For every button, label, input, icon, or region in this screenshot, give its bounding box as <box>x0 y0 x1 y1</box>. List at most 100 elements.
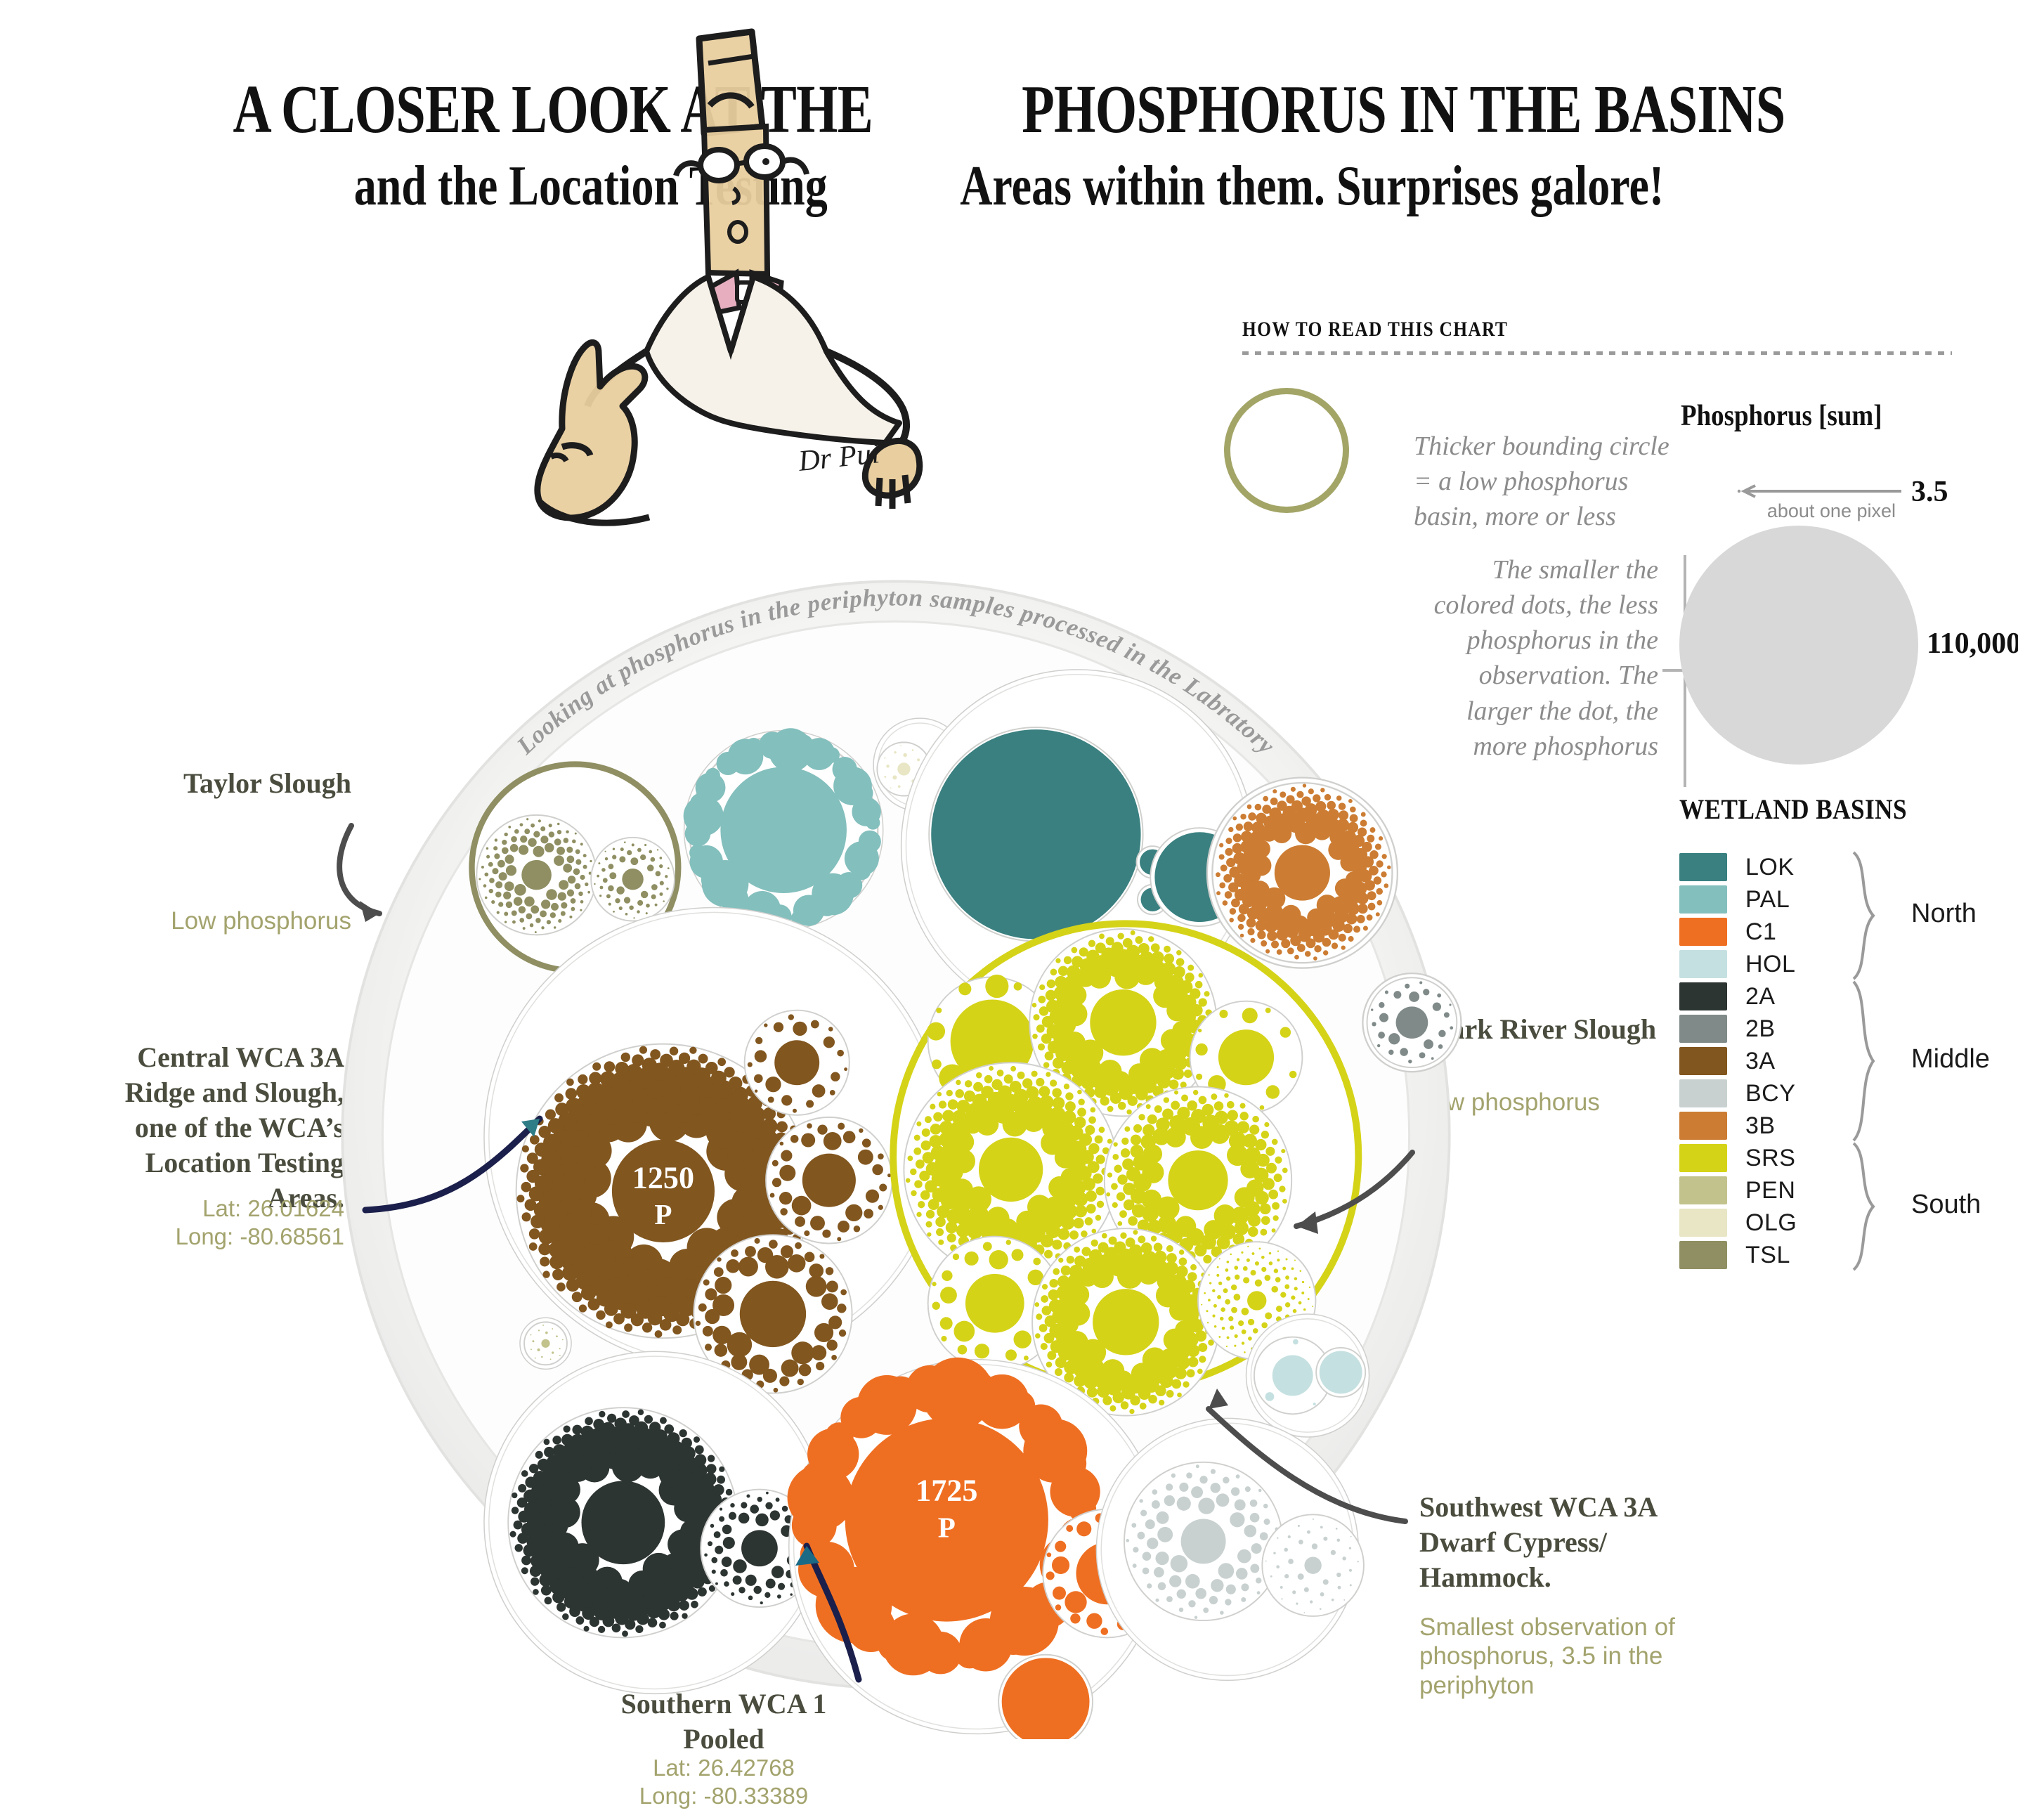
observation-dot-core <box>802 1153 856 1207</box>
legend-item-hol[interactable]: HOL <box>1679 948 1938 980</box>
legend-item-lok[interactable]: LOK <box>1679 851 1938 883</box>
location-testing-area-bcy-0[interactable] <box>1124 1461 1284 1621</box>
observation-dot <box>1249 830 1265 846</box>
observation-dot <box>922 1152 935 1164</box>
location-testing-area-2b-0[interactable] <box>1366 977 1458 1069</box>
observation-dot <box>1100 1096 1109 1106</box>
observation-dot <box>773 1387 779 1393</box>
legend-item-pen[interactable]: PEN <box>1679 1174 1938 1207</box>
basin-tsl[interactable] <box>469 761 682 974</box>
basin-2a[interactable] <box>483 1351 827 1695</box>
observation-dot <box>754 1237 760 1244</box>
observation-dot <box>1277 1250 1280 1252</box>
legend-item-c1[interactable]: C1 <box>1679 916 1938 948</box>
location-testing-area-bcy-1[interactable] <box>1261 1514 1365 1617</box>
observation-dot <box>1045 1223 1061 1239</box>
location-testing-area-srs-6[interactable] <box>1031 1228 1220 1417</box>
legend-item-3b[interactable]: 3B <box>1679 1110 1938 1142</box>
legend-item-srs[interactable]: SRS <box>1679 1142 1938 1174</box>
observation-dot <box>911 1190 917 1197</box>
observation-dot <box>1194 980 1203 989</box>
observation-dot <box>1234 873 1247 888</box>
observation-dot <box>1094 1085 1107 1098</box>
observation-dot <box>578 1074 588 1085</box>
location-testing-area-lok-0[interactable] <box>928 727 1144 942</box>
basin-3a[interactable] <box>483 906 945 1394</box>
observation-dot <box>951 1110 968 1126</box>
basin-pen[interactable] <box>519 1317 572 1370</box>
observation-dot <box>654 1330 663 1338</box>
observation-dot <box>769 1510 781 1521</box>
legend-item-pal[interactable]: PAL <box>1679 883 1938 916</box>
legend-item-3a[interactable]: 3A <box>1679 1045 1938 1077</box>
location-testing-area-srs-2[interactable] <box>1189 1000 1303 1114</box>
observation-dot <box>1348 799 1353 803</box>
basin-srs[interactable] <box>890 920 1362 1417</box>
observation-dot <box>1068 1125 1083 1140</box>
location-testing-area-srs-5[interactable] <box>927 1235 1062 1371</box>
observation-dot <box>489 878 495 883</box>
observation-dot <box>1230 1487 1240 1496</box>
observation-dot <box>1084 1217 1093 1226</box>
observation-dot <box>659 892 663 896</box>
location-testing-area-srs-1[interactable] <box>1029 928 1218 1117</box>
observation-dot <box>1127 1096 1138 1106</box>
location-testing-area-tsl-1[interactable] <box>590 836 675 922</box>
observation-dot <box>1077 1107 1086 1117</box>
observation-dot <box>679 1600 689 1611</box>
basin-3b[interactable] <box>1206 776 1399 969</box>
location-testing-area-pen-0[interactable] <box>523 1321 568 1366</box>
observation-dot <box>533 831 540 838</box>
legend-item-tsl[interactable]: TSL <box>1679 1239 1938 1271</box>
location-testing-area-3a-1[interactable] <box>743 1009 850 1116</box>
legend-title: WETLAND BASINS <box>1679 793 1908 825</box>
observation-dot <box>1209 1596 1218 1605</box>
observation-dot <box>762 1368 777 1383</box>
observation-dot <box>624 841 626 843</box>
observation-dot <box>932 1301 940 1310</box>
observation-dot <box>1142 1552 1152 1561</box>
location-testing-area-hol-1[interactable] <box>1315 1346 1367 1398</box>
observation-dot <box>1432 1002 1442 1011</box>
observation-dot <box>793 1108 797 1113</box>
observation-dot <box>1264 918 1278 933</box>
observation-dot <box>488 888 494 894</box>
location-testing-area-3a-0[interactable] <box>515 1043 812 1339</box>
observation-dot <box>1122 1158 1134 1171</box>
observation-dot <box>613 1313 625 1325</box>
observation-dot <box>1140 1509 1147 1516</box>
location-testing-area-2a-0[interactable] <box>507 1407 739 1639</box>
legend-item-2a[interactable]: 2A <box>1679 980 1938 1013</box>
legend-item-2b[interactable]: 2B <box>1679 1013 1938 1045</box>
location-testing-area-pal-0[interactable] <box>683 728 881 929</box>
observation-dot <box>1104 1247 1119 1262</box>
observation-dot <box>1265 949 1270 954</box>
observation-dot <box>1095 1214 1102 1221</box>
observation-dot <box>779 1164 796 1181</box>
location-testing-area-3b-0[interactable] <box>1211 782 1393 963</box>
observation-dot <box>1151 1260 1169 1278</box>
observation-dot-core <box>541 1339 550 1348</box>
observation-dot <box>1261 1131 1270 1139</box>
observation-dot <box>1195 1587 1206 1599</box>
location-testing-area-c1-2[interactable] <box>998 1653 1094 1739</box>
observation-dot <box>1157 1526 1173 1542</box>
location-testing-area-srs-3[interactable] <box>903 1062 1119 1278</box>
observation-dot <box>1279 1185 1286 1192</box>
basin-hol[interactable] <box>1245 1313 1370 1438</box>
location-testing-area-hol-0[interactable] <box>1253 1336 1332 1415</box>
location-testing-area-3a-3[interactable] <box>693 1234 853 1394</box>
observation-dot <box>1169 1079 1179 1090</box>
observation-dot <box>1071 947 1078 954</box>
basin-2b[interactable] <box>1362 973 1462 1073</box>
observation-dot <box>1239 933 1244 938</box>
location-testing-area-3a-2[interactable] <box>765 1116 893 1244</box>
observation-dot <box>1376 1044 1381 1048</box>
legend-item-bcy[interactable]: BCY <box>1679 1077 1938 1110</box>
location-testing-area-tsl-0[interactable] <box>476 814 597 936</box>
basin-pal[interactable] <box>683 728 884 930</box>
annotation-taylor-slough-title: Taylor Slough <box>183 767 351 799</box>
observation-dot <box>1254 1279 1263 1287</box>
legend-item-olg[interactable]: OLG <box>1679 1207 1938 1239</box>
observation-dot <box>613 910 615 913</box>
